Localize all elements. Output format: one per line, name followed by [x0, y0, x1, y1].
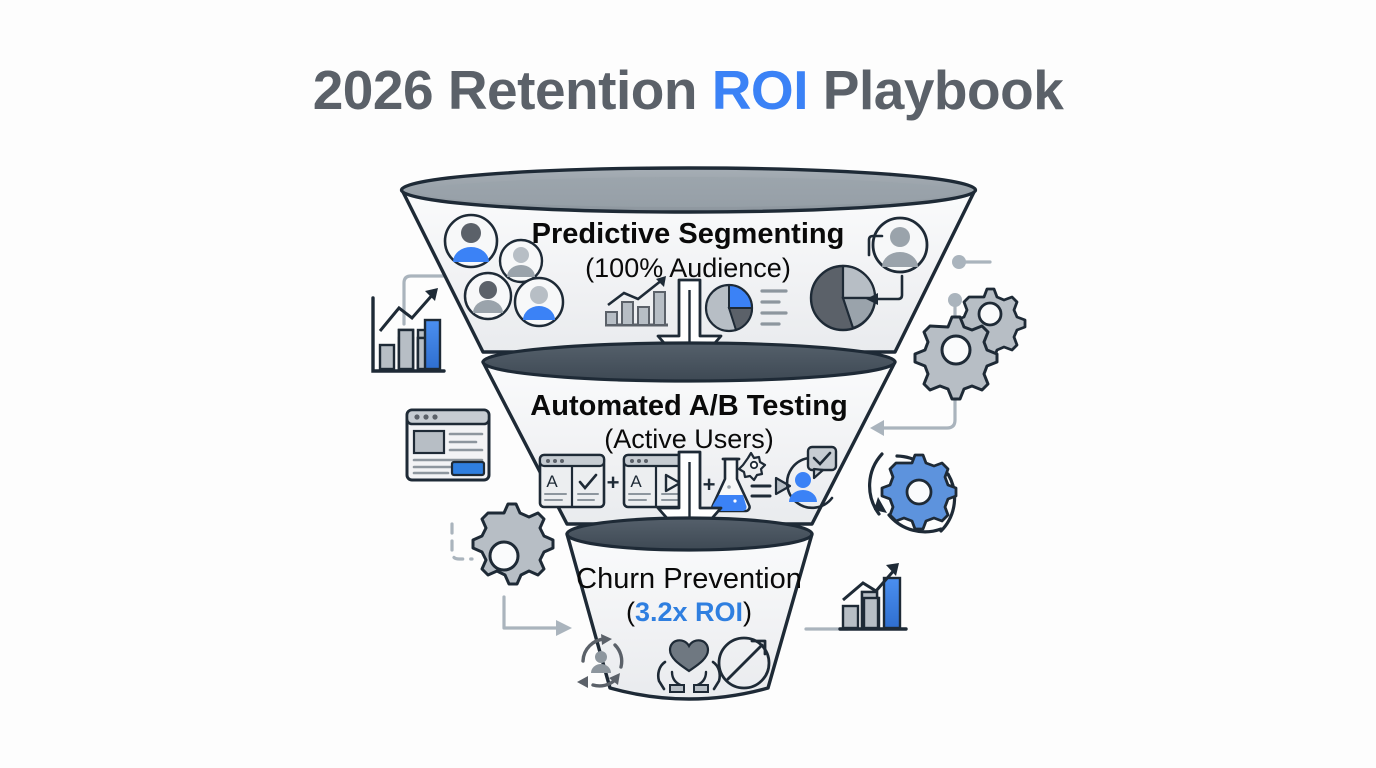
equals-icon [750, 484, 772, 498]
user-avatar-icon [871, 216, 929, 274]
page-title: 2026 Retention ROI Playbook [0, 58, 1376, 122]
check-bubble-icon [806, 445, 838, 480]
avatar-1 [443, 213, 499, 269]
stage-2-subtitle: (Active Users) [604, 424, 774, 454]
bar-chart-growth-left-icon [371, 288, 446, 373]
title-part-1: 2026 Retention [312, 59, 712, 121]
connector-dot-a [952, 255, 966, 269]
stage-2-title: Automated A/B Testing [530, 390, 847, 422]
elbow-connector-top-left [402, 274, 452, 326]
title-accent-roi: ROI [711, 59, 809, 121]
connector-arrowheads [556, 255, 966, 636]
gear-pair-icon [913, 287, 1027, 401]
stage-3-subtitle: (3.2x ROI) [626, 597, 752, 627]
connector-dot-b [948, 293, 962, 307]
avatar-2 [498, 238, 544, 284]
arrowhead-mid-right [870, 420, 884, 436]
gear-lower-right-icon [913, 315, 999, 401]
avatar-group-icon [443, 213, 565, 328]
gear-left-icon [471, 502, 555, 586]
gear-refresh-icon [868, 452, 958, 534]
heart-in-hands-icon [656, 639, 722, 693]
browser-wireframe-icon [405, 408, 491, 482]
svg-text:A: A [546, 472, 558, 491]
stage-2-rim [481, 341, 897, 383]
avatar-3 [463, 271, 513, 321]
stage-3-paren-open: ( [626, 597, 635, 627]
ab-test-card-b-icon: A [622, 453, 690, 509]
dashed-connector-lower-left [450, 522, 474, 561]
pie-chart-icon [704, 283, 754, 333]
stage-3-paren-close: ) [743, 597, 752, 627]
stage-3-title: Churn Prevention [576, 563, 802, 595]
plus-icon-2: + [703, 472, 716, 497]
user-approved-icon [785, 445, 838, 510]
retention-cycle-icon [577, 634, 624, 688]
arrowhead-lower-left [556, 620, 572, 636]
svg-text:A: A [630, 472, 642, 491]
stage-3-roi-value: 3.2x ROI [635, 597, 743, 627]
stage-1-title: Predictive Segmenting [532, 218, 845, 250]
stage-1-subtitle: (100% Audience) [585, 253, 791, 283]
bar-chart-growth-right-icon [838, 563, 908, 631]
pie-chart-dark-icon [809, 264, 877, 332]
elbow-arrow-stage1-right [866, 234, 904, 305]
elbow-arrow-lower-left [502, 595, 558, 630]
title-part-2: Playbook [807, 59, 1064, 121]
bar-chart-growth-icon [605, 276, 668, 327]
elbow-connector-mid-right [882, 298, 957, 430]
stage-1-rim-inner [420, 177, 957, 207]
stage-3-rim [565, 516, 814, 552]
gear-small-icon [737, 451, 767, 482]
play-marker-icon [774, 476, 792, 496]
avatar-4 [513, 276, 565, 328]
ab-test-card-a-icon: A [538, 453, 606, 509]
list-lines-icon [760, 289, 788, 326]
plus-icon: + [607, 470, 620, 495]
growth-circle-icon [717, 636, 771, 690]
